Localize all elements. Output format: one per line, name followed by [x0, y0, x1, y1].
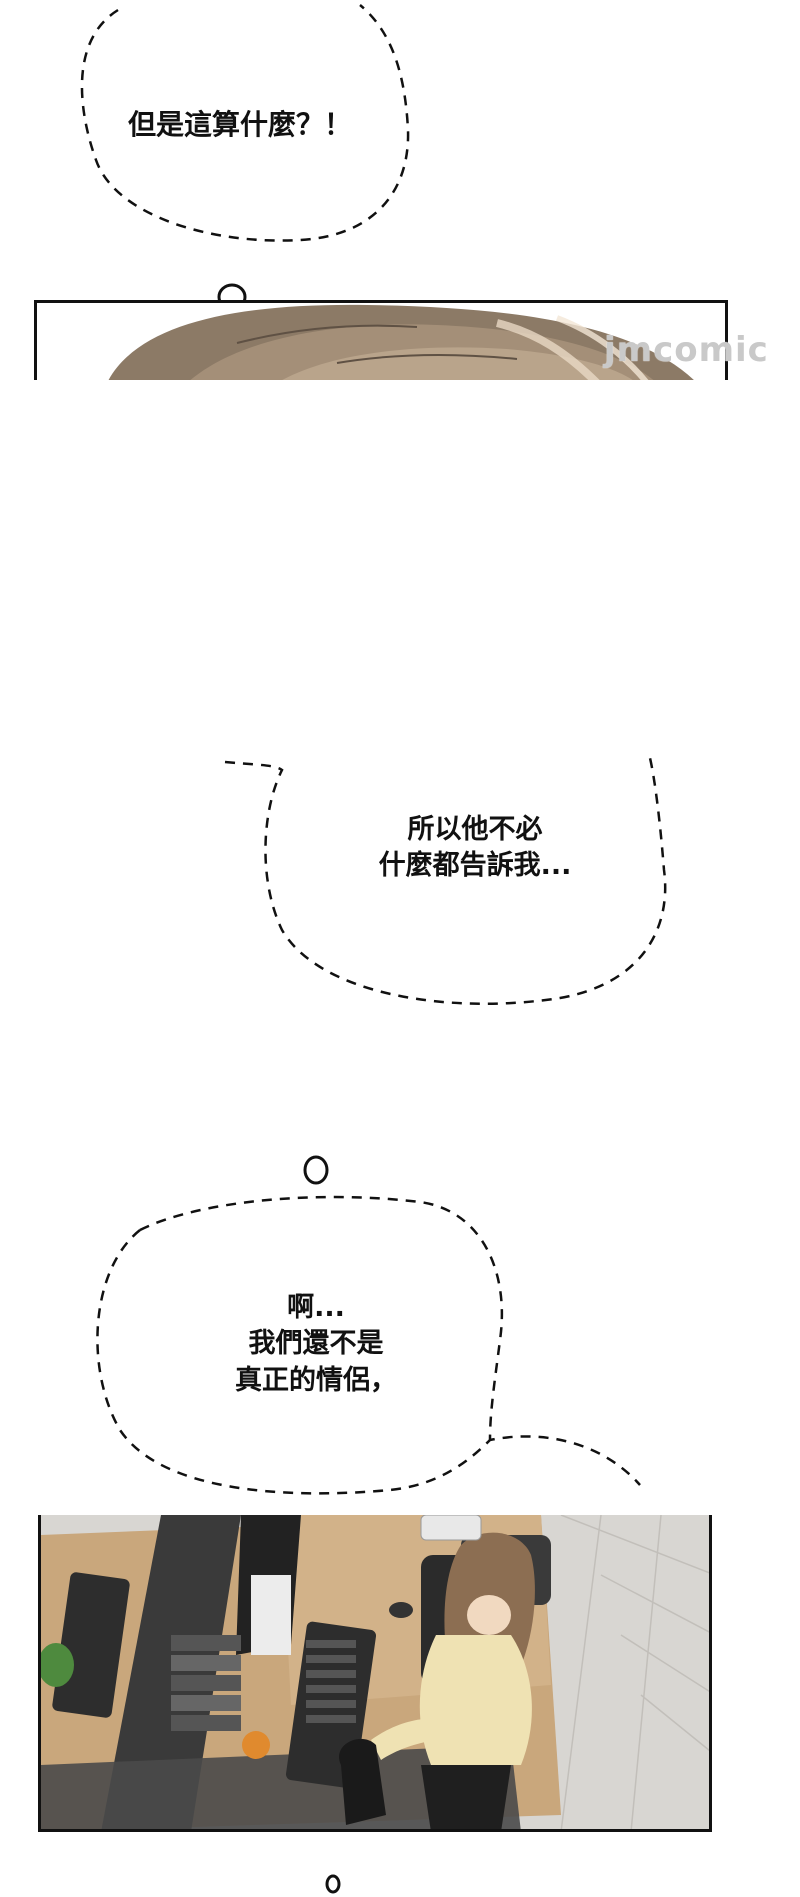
bubble-3-text: 啊... 我們還不是 真正的情侶， [196, 1290, 436, 1399]
panel-top-hair [34, 300, 728, 380]
trailing-thought-circle [325, 1874, 341, 1894]
bubble-3-line-3: 真正的情侶， [235, 1364, 397, 1396]
bubble-1-line-1: 但是這算什麼？！ [128, 108, 353, 141]
bubble-3-line-1: 啊... [287, 1292, 345, 1323]
bubble-2-line-1: 所以他不必 [407, 814, 543, 845]
thought-bubble-2 [224, 757, 667, 1006]
bubble-2-line-2: 什麼都告訴我... [378, 850, 572, 882]
thought-bubble-3 [96, 1155, 641, 1495]
bubble-3-line-2: 我們還不是 [248, 1328, 384, 1360]
hair-illustration [37, 303, 725, 380]
bubble-1-text: 但是這算什麼？！ [128, 106, 352, 144]
bubble-2-text: 所以他不必 什麼都告訴我... [350, 812, 600, 885]
watermark: jmcomic [604, 330, 769, 370]
thought-bubble-3-small-circle [303, 1155, 329, 1185]
panel-office-scene [38, 1515, 712, 1832]
office-illustration [41, 1515, 709, 1829]
